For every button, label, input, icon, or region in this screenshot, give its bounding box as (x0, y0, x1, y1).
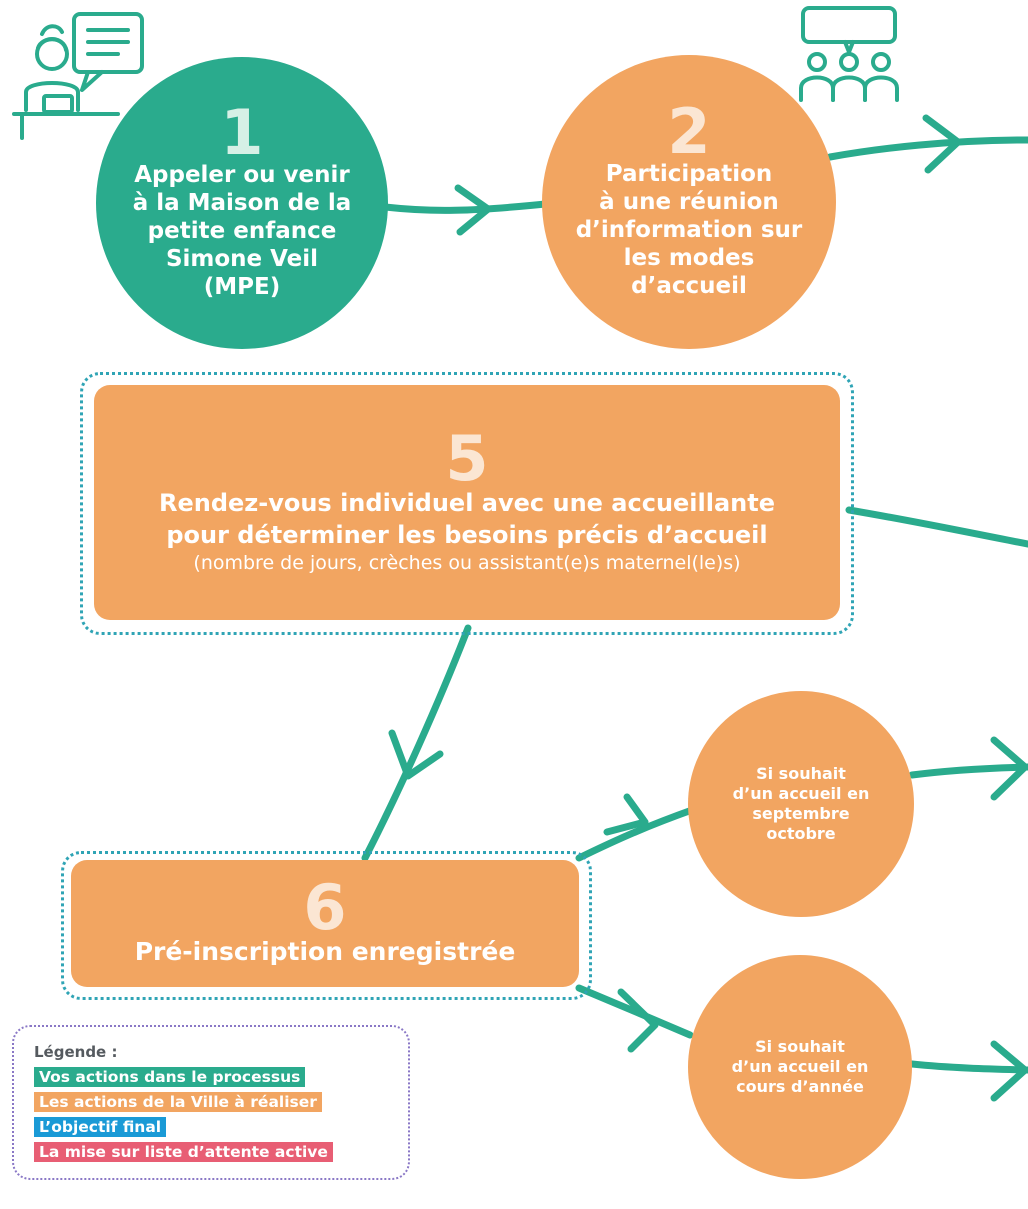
branch-during-year-line: Si souhait (755, 1037, 845, 1056)
step-1-label-line: Appeler ou venir (134, 162, 350, 188)
step-5-detail: (nombre de jours, crèches ou assistant(e… (193, 551, 741, 574)
step-2-label-line: les modes (623, 245, 755, 271)
step-1-label-line: à la Maison de la (132, 190, 352, 216)
branch-september-line: octobre (766, 824, 836, 843)
legend-item-final-goal: L’objectif final (34, 1117, 167, 1137)
step-2-label-line: Participation (605, 161, 773, 187)
step-5-dotted-frame (80, 372, 854, 635)
arrow-5-to-next (845, 506, 1028, 548)
legend-item-city-actions: Les actions de la Ville à réaliser (34, 1092, 322, 1112)
legend-item-your-actions: Vos actions dans le processus (34, 1067, 306, 1087)
branch-during-year-line: d’un accueil en (731, 1057, 869, 1076)
step-5-number: 5 (445, 421, 489, 495)
arrow-5-to-6 (361, 624, 472, 862)
legend: Légende : Vos actions dans le processus … (12, 1025, 410, 1180)
step-2-circle: 2 Participation à une réunion d’informat… (542, 55, 836, 349)
branch-during-year-circle: Si souhait d’un accueil en cours d’année (688, 955, 912, 1179)
step-6-dotted-frame (61, 851, 592, 1000)
person-at-desk-with-speech-bubble-icon (12, 12, 144, 140)
arrow-6-to-september (575, 806, 696, 862)
step-2-label-line: d’information sur (575, 217, 803, 243)
step-2-number: 2 (667, 95, 711, 168)
arrow-5-to-6-head (388, 729, 444, 780)
step-1-label-line: Simone Veil (165, 246, 319, 272)
step-6-number: 6 (303, 870, 347, 944)
arrow-2-to-next-head (922, 114, 962, 174)
arrow-2-to-next (826, 136, 1028, 161)
branch-september-line: septembre (752, 804, 850, 823)
arrow-during-year-to-next-head (990, 1040, 1028, 1102)
branch-september-circle: Si souhait d’un accueil en septembre oct… (688, 691, 914, 917)
arrow-1-to-2 (381, 199, 559, 214)
branch-during-year-line: cours d’année (736, 1077, 864, 1096)
step-1-number: 1 (220, 96, 264, 169)
step-1-label-line: (MPE) (203, 274, 281, 300)
step-5-box: 5 Rendez-vous individuel avec une accuei… (94, 385, 840, 620)
step-2-label-line: d’accueil (631, 273, 747, 299)
arrow-september-to-next-head (990, 736, 1028, 801)
step-6-label: Pré-inscription enregistrée (134, 936, 516, 966)
branch-september-line: d’un accueil en (732, 784, 870, 803)
arrow-1-to-2-head (454, 184, 492, 236)
step-6-box: 6 Pré-inscription enregistrée (71, 860, 579, 987)
group-meeting-speech-bubbles-icon (799, 6, 899, 102)
legend-item-waiting-list: La mise sur liste d’attente active (34, 1142, 333, 1162)
step-1-circle: 1 Appeler ou venir à la Maison de la pet… (96, 57, 388, 349)
step-5-label-line: pour déterminer les besoins précis d’acc… (166, 520, 768, 549)
legend-title: Légende : (34, 1043, 118, 1061)
step-1-label-line: petite enfance (147, 218, 337, 244)
arrow-september-to-next (908, 763, 1028, 779)
arrow-during-year-to-next (908, 1060, 1028, 1074)
arrow-6-to-during-year-head (617, 988, 659, 1053)
branch-september-line: Si souhait (756, 764, 846, 783)
step-5-label-line: Rendez-vous individuel avec une accueill… (158, 488, 776, 517)
arrow-6-to-during-year (575, 984, 694, 1039)
arrow-6-to-september-head (603, 793, 649, 836)
step-2-label-line: à une réunion (599, 189, 779, 215)
